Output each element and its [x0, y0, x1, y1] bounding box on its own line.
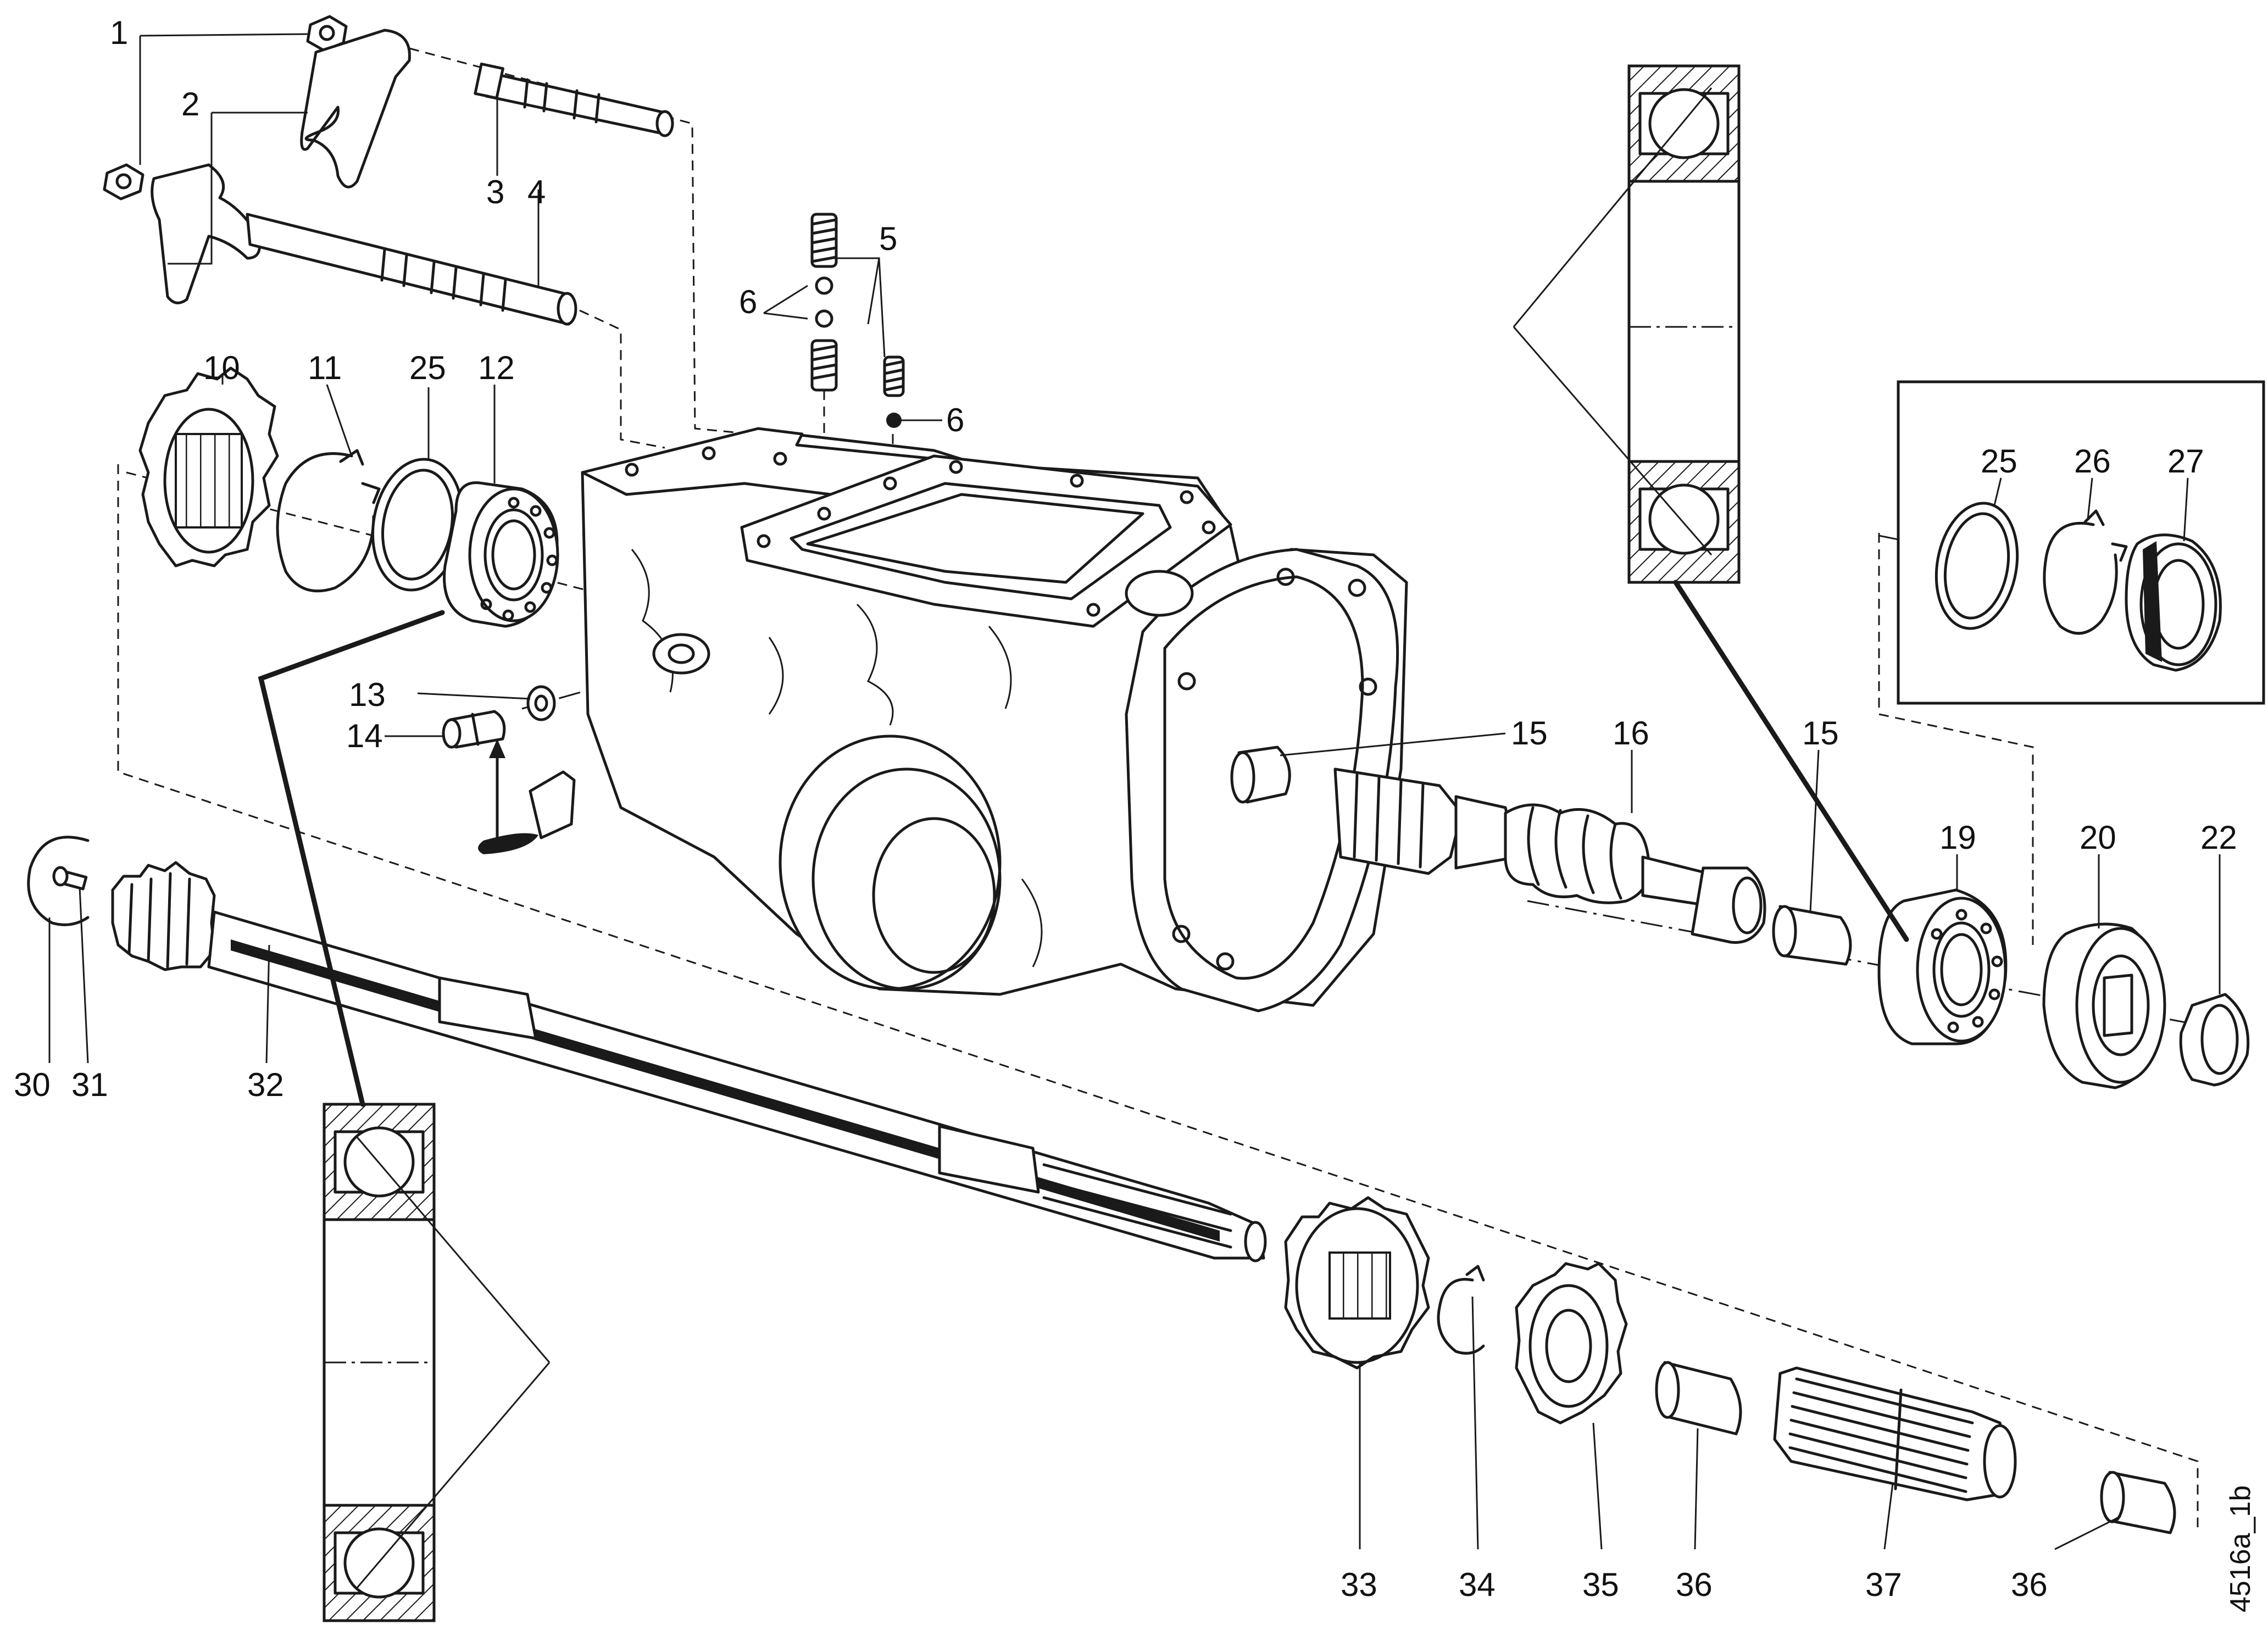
bushing-36-right [2100, 1471, 2176, 1534]
gear-33 [1284, 1196, 1430, 1370]
bearing-12 [443, 481, 559, 628]
bushing-15-left [1230, 746, 1291, 804]
selector-shaft-lower [246, 213, 577, 326]
plug-screw-14 [442, 710, 506, 749]
label-33: 33 [1341, 1566, 1377, 1603]
ball-2 [815, 309, 833, 328]
allen-key [478, 739, 576, 854]
label-30: 30 [14, 1066, 51, 1103]
ball-1 [815, 276, 833, 295]
spring-right [883, 355, 905, 397]
nut-22 [2179, 993, 2250, 1087]
circlip-34 [1437, 1265, 1485, 1355]
label-5: 5 [879, 220, 897, 257]
label-14: 14 [346, 717, 383, 754]
nut-left [103, 163, 144, 201]
label-37: 37 [1865, 1566, 1902, 1603]
label-22: 22 [2200, 819, 2237, 856]
fork-lower [151, 163, 261, 304]
bearing-section-upper [1513, 64, 1909, 942]
label-26: 26 [2074, 443, 2111, 480]
fork-upper [300, 29, 411, 188]
shim-25-inset [1935, 502, 2019, 630]
ball-3 [886, 413, 902, 428]
label-3: 3 [486, 174, 504, 210]
circlip-30 [27, 836, 90, 926]
label-36-right: 36 [2011, 1566, 2048, 1603]
label-15-left: 15 [1511, 715, 1548, 752]
washer-13 [526, 685, 556, 721]
label-4: 4 [527, 174, 546, 210]
label-15-right: 15 [1802, 715, 1839, 752]
gear-35 [1515, 1262, 1628, 1425]
label-6-upper: 6 [739, 283, 757, 320]
gearbox-housing [581, 427, 1408, 1013]
main-shaft-32 [111, 861, 1267, 1262]
drawing-code: 4516a_1b [2225, 1486, 2256, 1612]
bearing-section-lower [258, 610, 551, 1622]
label-16: 16 [1613, 715, 1649, 752]
label-13: 13 [349, 676, 386, 713]
label-6-lower: 6 [946, 402, 964, 438]
label-25-left: 25 [409, 349, 446, 386]
detent-springs [810, 213, 905, 428]
label-34: 34 [1459, 1566, 1496, 1603]
spline-shaft-37 [1773, 1366, 2017, 1501]
label-25-inset: 25 [1981, 443, 2017, 480]
bushing-36-left [1655, 1361, 1742, 1436]
label-1: 1 [110, 14, 128, 51]
worm-shaft-16 [1333, 767, 1766, 944]
callout-labels: 1 2 3 4 5 6 6 10 11 25 12 13 14 15 16 15… [14, 14, 2256, 1612]
label-10: 10 [203, 349, 240, 386]
label-31: 31 [71, 1066, 108, 1103]
bushing-15-right [1772, 905, 1852, 966]
label-35: 35 [1582, 1566, 1619, 1603]
selector-shaft-upper [474, 62, 674, 137]
leader-lines [48, 33, 2221, 1550]
spring-middle [810, 339, 838, 392]
label-36-left: 36 [1676, 1566, 1713, 1603]
pin-31 [52, 866, 88, 891]
selector-forks [103, 15, 674, 326]
flange-20 [2042, 922, 2166, 1089]
label-2: 2 [181, 86, 199, 123]
label-11: 11 [308, 349, 342, 386]
inset-box [1897, 380, 2265, 705]
label-12: 12 [478, 349, 515, 386]
label-32: 32 [247, 1066, 284, 1103]
bearing-19 [1877, 888, 2008, 1045]
seal-27-inset [2125, 533, 2222, 672]
gear-10 [138, 366, 279, 568]
nut-top [306, 15, 348, 52]
circlip-11 [276, 449, 381, 593]
label-19: 19 [1939, 819, 1976, 856]
label-20: 20 [2080, 819, 2116, 856]
label-27: 27 [2167, 443, 2204, 480]
